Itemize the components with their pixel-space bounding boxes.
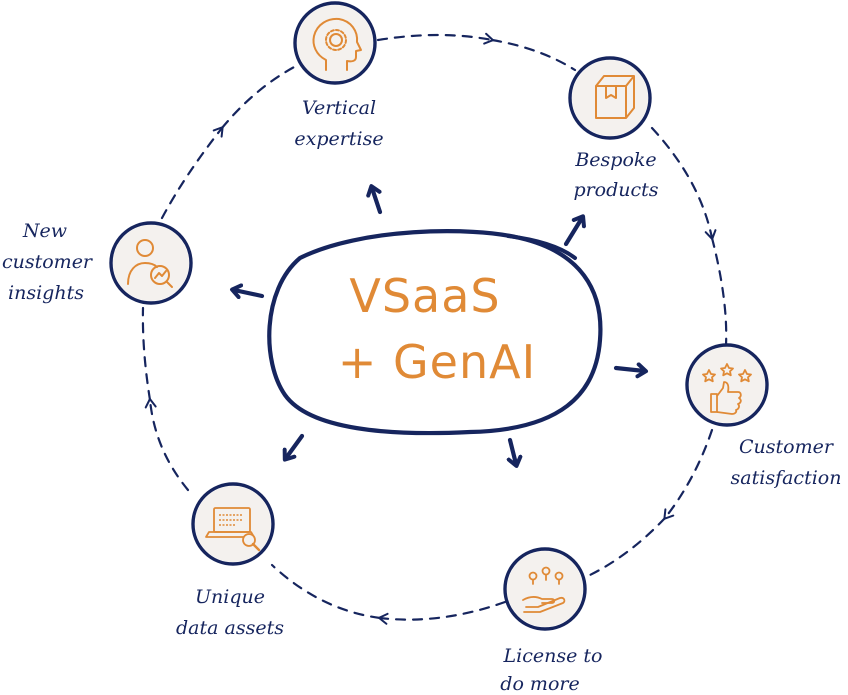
center-blob <box>267 229 603 436</box>
node-license-to-do-more[interactable] <box>503 547 587 631</box>
node-bespoke-products[interactable] <box>568 56 652 140</box>
center-hub: VSaaS + GenAI <box>267 229 603 436</box>
connector-vertical-to-bespoke <box>376 32 495 45</box>
label-line: customer <box>2 251 94 273</box>
radial-arrows <box>230 184 648 468</box>
label-line: insights <box>8 282 84 304</box>
connector-satisfaction-to-license <box>663 428 714 521</box>
arrow-to-bespoke <box>563 214 586 247</box>
node-new-customer-insights[interactable] <box>109 221 193 305</box>
laptop-magnifier-icon <box>205 507 261 552</box>
node-vertical-expertise[interactable] <box>293 1 377 85</box>
label-line: satisfaction <box>731 467 842 489</box>
connector-bespoke-to-satisfaction <box>650 126 717 241</box>
label-customer-satisfaction: Customer satisfaction <box>731 436 842 489</box>
label-new-customer-insights: New customer insights <box>2 220 94 304</box>
label-line: License to <box>503 645 603 667</box>
label-unique-data-assets: Unique data assets <box>176 586 284 639</box>
label-line: products <box>573 179 658 201</box>
label-vertical-expertise: Vertical expertise <box>294 97 383 150</box>
hand-lightbulbs-icon <box>522 566 566 613</box>
connector-insights-to-vertical <box>160 125 224 220</box>
label-line: data assets <box>176 617 284 639</box>
arrow-to-vertical <box>366 184 383 215</box>
node-ring <box>191 482 275 566</box>
label-line: New <box>22 220 67 242</box>
thumbs-up-stars-icon <box>702 363 752 415</box>
connector-data-to-insights <box>144 397 190 492</box>
label-line: Vertical <box>302 97 376 119</box>
center-title-line1: VSaaS <box>349 269 500 323</box>
node-ring <box>503 547 587 631</box>
node-ring <box>685 343 769 427</box>
label-license-to-do-more: License to do more <box>500 645 602 695</box>
arrow-to-license <box>506 437 523 468</box>
label-line: do more <box>500 673 579 695</box>
center-title-line2: + GenAI <box>338 335 536 389</box>
arrow-to-data <box>282 433 305 462</box>
label-line: Customer <box>739 436 835 458</box>
head-gear-icon <box>312 17 362 71</box>
user-chart-icon <box>127 239 173 288</box>
node-ring <box>293 1 377 85</box>
package-box-icon <box>595 75 635 119</box>
label-line: expertise <box>294 128 383 150</box>
arrow-to-satisfaction <box>613 362 648 379</box>
label-bespoke-products: Bespoke products <box>573 149 658 201</box>
label-line: Unique <box>195 586 265 608</box>
node-customer-satisfaction[interactable] <box>685 343 769 427</box>
cycle-connectors <box>141 32 728 625</box>
arrow-to-insights <box>230 283 265 300</box>
connector-license-to-data <box>377 600 507 625</box>
node-ring <box>568 56 652 140</box>
node-unique-data-assets[interactable] <box>191 482 275 566</box>
label-line: Bespoke <box>574 149 656 171</box>
node-ring <box>109 221 193 305</box>
